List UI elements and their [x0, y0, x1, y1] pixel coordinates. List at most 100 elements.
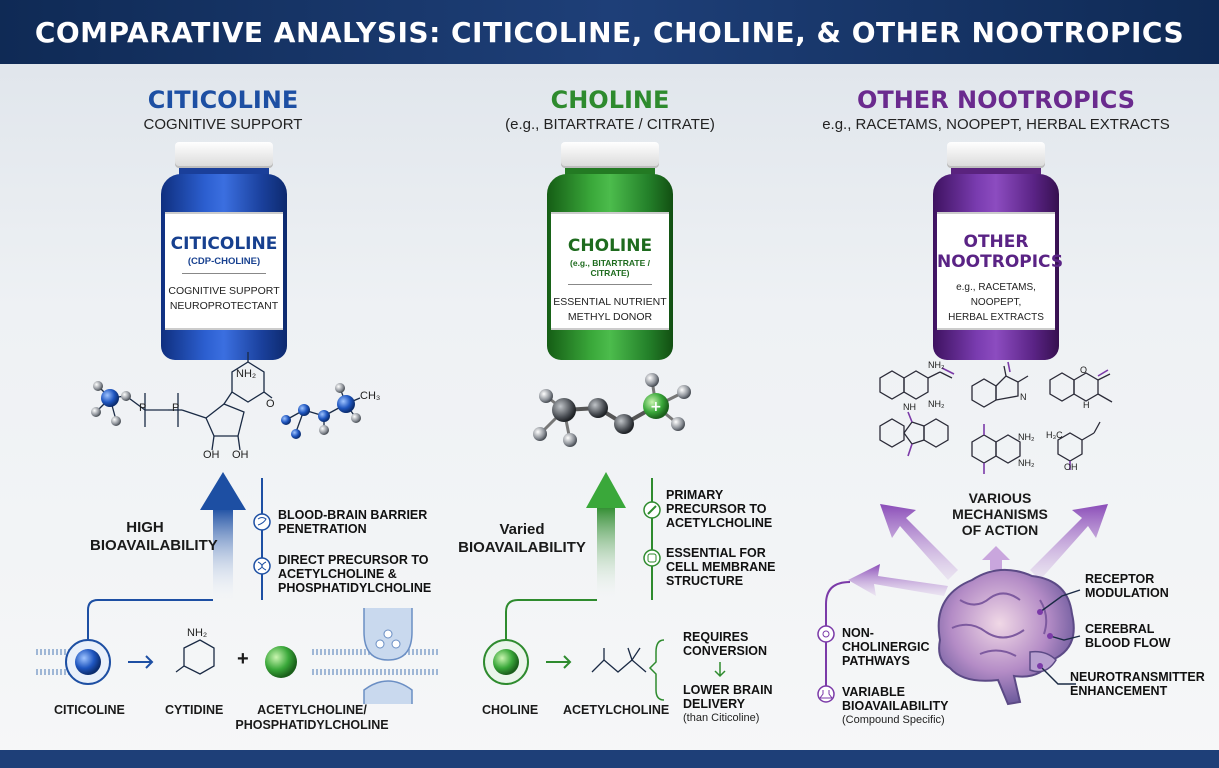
citicoline-bottle: CITICOLINE (CDP-CHOLINE) COGNITIVE SUPPO…: [161, 142, 287, 360]
bottle-label: CHOLINE (e.g., BITARTRATE / CITRATE) ESS…: [551, 212, 669, 330]
bottle-sub: (CDP-CHOLINE): [187, 256, 261, 267]
other-molecule-oh: OH: [1064, 462, 1078, 472]
bottle-line1: COGNITIVE SUPPORT: [168, 285, 280, 297]
citicoline-up-arrow: [200, 472, 246, 600]
citicoline-sphere: [75, 649, 101, 675]
choline-connector: [505, 599, 597, 648]
other-molecules: [879, 365, 1113, 464]
cell-icon: [643, 549, 661, 567]
molecule-p2: P: [172, 402, 180, 414]
other-molecule-nh2-a: NH₂: [928, 360, 945, 370]
choline-note-delivery-sub: (than Citicoline): [683, 712, 760, 724]
bottle-cap: [947, 142, 1045, 168]
choline-bottle: CHOLINE (e.g., BITARTRATE / CITRATE) ESS…: [547, 142, 673, 360]
bottle-line1: ESSENTIAL NUTRIENT: [553, 296, 667, 308]
footer-bar: [0, 750, 1219, 768]
molecule-nh2: NH₂: [236, 368, 257, 380]
pathway-arrow: [546, 655, 572, 669]
brain-label-connectors: [1037, 589, 1081, 685]
other-feature-2-sub: (Compound Specific): [842, 714, 945, 726]
bottle-cap: [561, 142, 659, 168]
brain-illustration: [937, 568, 1075, 706]
bottle-name: OTHER NOOTROPICS: [937, 232, 1064, 272]
other-bottle: OTHER NOOTROPICS e.g., RACETAMS, NOOPEPT…: [933, 142, 1064, 360]
other-feature-line: [825, 581, 851, 700]
brain-label-receptor: RECEPTOR MODULATION: [1085, 572, 1169, 600]
bottle-line1: e.g., RACETAMS, NOOPEPT,: [956, 282, 1036, 308]
bottle-line2: HERBAL EXTRACTS: [948, 312, 1044, 323]
other-subheading: e.g., RACETAMS, NOOPEPT, HERBAL EXTRACTS: [822, 116, 1170, 133]
other-molecule-nh: NH: [903, 402, 916, 412]
molecule-o: O: [266, 398, 275, 410]
bottle-sub: (e.g., BITARTRATE / CITRATE): [570, 258, 650, 278]
brain-label-neurotransmitter: NEUROTRANSMITTER ENHANCEMENT: [1070, 670, 1205, 698]
pathway-choline: CHOLINE: [482, 703, 539, 717]
citicoline-connector: [87, 599, 213, 648]
other-molecule-h: H: [1083, 400, 1090, 410]
other-molecule-o: O: [1080, 365, 1088, 375]
choline-note-conversion: REQUIRES CONVERSION: [683, 630, 768, 658]
citicoline-heading: CITICOLINE: [147, 86, 299, 114]
molecule-p1: P: [139, 402, 147, 414]
brain-icon: [253, 513, 271, 531]
neuron-icon: [817, 625, 835, 643]
molecule-oh1: OH: [203, 449, 220, 461]
other-molecule-nh2-d: NH₂: [1018, 458, 1035, 468]
choline-note-delivery: LOWER BRAIN DELIVERY: [683, 683, 773, 711]
citicoline-header: CITICOLINE COGNITIVE SUPPORT: [33, 86, 413, 133]
brain-label-blood-flow: CEREBRAL BLOOD FLOW: [1085, 622, 1171, 650]
page-title: COMPARATIVE ANALYSIS: CITICOLINE, CHOLIN…: [34, 15, 1185, 49]
molecule-ch3: CH₃: [360, 390, 381, 402]
other-molecule-nh2-c: NH₂: [1018, 432, 1035, 442]
bottle-name: CITICOLINE: [170, 234, 278, 254]
bottle-label: CITICOLINE (CDP-CHOLINE) COGNITIVE SUPPO…: [165, 212, 283, 330]
bottle-name: CHOLINE: [567, 236, 653, 256]
citicoline-feature-2: DIRECT PRECURSOR TO ACETYLCHOLINE & PHOS…: [278, 553, 432, 595]
choline-subheading: (e.g., BITARTRATE / CITRATE): [505, 116, 715, 133]
pathway-citicoline: CITICOLINE: [54, 703, 125, 717]
molecule-oh2: OH: [232, 449, 249, 461]
other-molecule-h3c: H₃C: [1046, 430, 1063, 440]
flask-icon: [817, 685, 835, 703]
citicoline-membrane-left: [36, 649, 70, 675]
choline-molecule: +: [533, 373, 691, 447]
choline-sphere: [265, 646, 297, 678]
pathway-acetylcholine-phosphatidylcholine: ACETYLCHOLINE/ PHOSPHATIDYLCHOLINE: [235, 703, 389, 732]
mechanisms-label: VARIOUS MECHANISMS OF ACTION: [952, 490, 1048, 538]
choline-up-arrow: [586, 472, 626, 598]
other-molecule-n: N: [1020, 392, 1027, 402]
pathway-acetylcholine: ACETYLCHOLINE: [563, 703, 670, 717]
plus-sign: +: [237, 648, 249, 670]
brace-icon: [648, 639, 665, 701]
other-molecule-nh2-b: NH₂: [928, 399, 945, 409]
choline-header: CHOLINE (e.g., BITARTRATE / CITRATE): [420, 86, 800, 133]
choline-heading: CHOLINE: [550, 86, 670, 114]
other-header: OTHER NOOTROPICS e.g., RACETAMS, NOOPEPT…: [806, 86, 1186, 133]
cytidine-ring: [183, 639, 215, 675]
mechanism-arrows: [848, 504, 1108, 596]
citicoline-feature-1: BLOOD-BRAIN BARRIER PENETRATION: [278, 508, 428, 536]
citicoline-subheading: COGNITIVE SUPPORT: [143, 116, 303, 133]
choline-feature-1: PRIMARY PRECURSOR TO ACETYLCHOLINE: [666, 488, 773, 530]
other-feature-2: VARIABLE BIOAVAILABILITY: [842, 685, 949, 713]
choline-bioavailability: Varied BIOAVAILABILITY: [458, 521, 586, 556]
bottle-line2: METHYL DONOR: [567, 311, 653, 323]
choline-feature-2: ESSENTIAL FOR CELL MEMBRANE STRUCTURE: [666, 546, 776, 588]
bottle-line2: NEUROPROTECTANT: [169, 300, 279, 312]
pathway-cytidine: CYTIDINE: [165, 703, 224, 717]
choline-pathway-sphere: [493, 649, 519, 675]
citicoline-molecule: [95, 352, 361, 451]
other-heading: OTHER NOOTROPICS: [856, 86, 1136, 114]
cytidine-nh2: NH₂: [187, 627, 208, 639]
svg-text:+: +: [650, 399, 662, 415]
synapse-icon: [312, 608, 440, 704]
citicoline-atoms: [91, 381, 361, 439]
bottle-cap: [175, 142, 273, 168]
bottle-label: OTHER NOOTROPICS e.g., RACETAMS, NOOPEPT…: [937, 212, 1064, 330]
down-arrow-icon: [714, 662, 726, 678]
pathway-arrow: [128, 655, 154, 669]
other-molecule-accents: [907, 361, 1109, 474]
title-banner: COMPARATIVE ANALYSIS: CITICOLINE, CHOLIN…: [0, 0, 1219, 64]
citicoline-bioavailability: HIGH BIOAVAILABILITY: [90, 519, 218, 554]
acetylcholine-structure: [591, 647, 647, 673]
